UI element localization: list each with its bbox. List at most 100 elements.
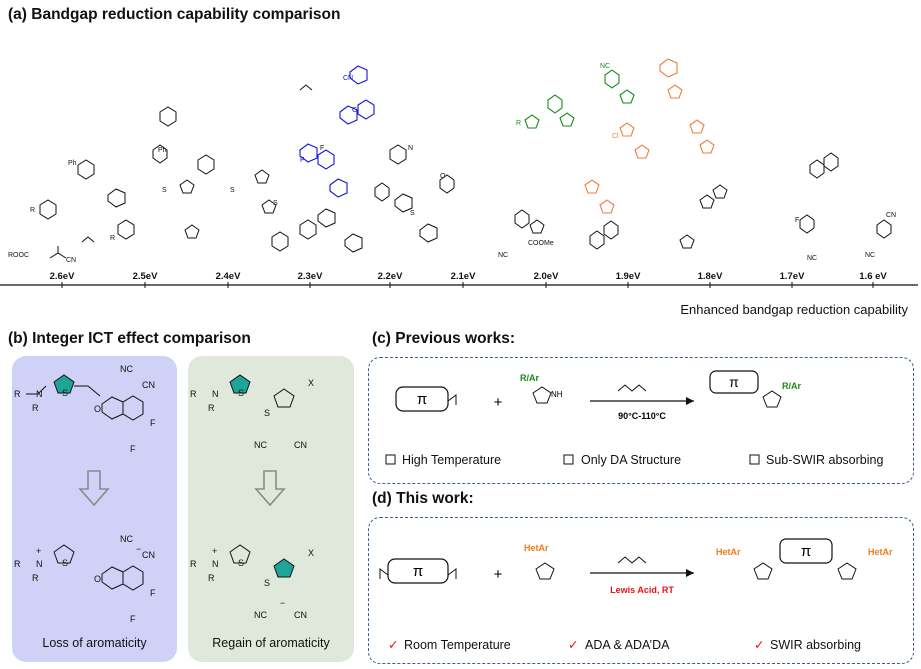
ic-2f [299, 143, 335, 170]
label-rooc: ROOC [8, 252, 29, 259]
pi-box-c-product [709, 370, 759, 394]
phenyl-thiophene [514, 209, 545, 234]
rhodanine-ring [184, 224, 200, 239]
label-cn-a: CN [66, 257, 76, 264]
thiazoline-c [532, 386, 552, 404]
label-s-c: S [273, 200, 278, 207]
naphthalene-ring [589, 220, 619, 250]
b-x-2: X [308, 548, 314, 558]
cyanobenzene-ring [876, 219, 892, 239]
bis-indanone-ring [299, 208, 336, 240]
plus-d: + [494, 566, 503, 583]
tick-1-8: 1.8eV [698, 271, 723, 282]
b-cn-1: CN [142, 380, 155, 390]
isoxazolone-ring [152, 144, 168, 164]
check-d-2: ✓ [568, 638, 578, 652]
structures-green [524, 69, 635, 129]
label-coome: COOMe [528, 240, 554, 247]
label-ph-b: Ph [158, 147, 167, 154]
thiazole-green-b [547, 94, 575, 127]
b-nc-3: NC [254, 440, 267, 450]
b-f-2: F [150, 418, 156, 428]
panel-c-box [368, 357, 914, 484]
thiophene-left-bottom [53, 544, 75, 564]
b-x-1: X [308, 378, 314, 388]
malononitrile-fragment [81, 236, 95, 243]
checkbox-c-2 [563, 454, 574, 465]
label-nc-b: NC [807, 255, 817, 262]
pyridone-ring-b [389, 144, 407, 165]
label-nc-a: NC [498, 252, 508, 259]
note-c-2: Only DA Structure [581, 453, 681, 467]
pyran-ring [159, 106, 177, 127]
b-n-3: N [212, 389, 219, 399]
pyrazolone-ring [77, 159, 95, 180]
b-o-2: O [94, 574, 101, 584]
note-c-1: High Temperature [402, 453, 501, 467]
condition-d: Lewis Acid, RT [610, 585, 674, 595]
tick-2-5: 2.5eV [133, 271, 158, 282]
pi-d-product: π [801, 543, 811, 560]
panel-b-title: (b) Integer ICT effect comparison [8, 330, 251, 347]
thiazole-ring [254, 169, 270, 184]
product-d-right: HetAr [868, 547, 893, 557]
b-nc-1: NC [120, 364, 133, 374]
label-r-a: R [30, 207, 35, 214]
label-ph-a: Ph [68, 160, 77, 167]
b-r-7: R [190, 559, 197, 569]
nh-c: NH [551, 390, 563, 399]
b-minus-2: − [280, 598, 285, 608]
arrow-left [78, 470, 110, 507]
b-r-8: R [208, 573, 215, 583]
thiazole-right-top [273, 388, 295, 408]
structures-black [39, 84, 892, 259]
pi-c-product: π [729, 374, 739, 390]
check-d-1: ✓ [388, 638, 398, 652]
arrow-right [254, 470, 286, 507]
benzothiophene-dioxide [394, 193, 413, 213]
thiophene-right-top [229, 374, 251, 394]
label-cl-orange: Cl [612, 133, 619, 140]
panel-d-title: (d) This work: [372, 490, 474, 507]
ester-fragment [49, 246, 67, 259]
tick-2-2: 2.2eV [378, 271, 403, 282]
ic-top [349, 65, 368, 85]
label-cn-blue: CN [343, 75, 353, 82]
thiazole-green-a [524, 114, 540, 129]
b-r-6: R [208, 403, 215, 413]
b-nc-4: NC [254, 610, 267, 620]
thiazole-right-bottom [273, 558, 295, 578]
label-f-a: F [795, 217, 799, 224]
plus-c: + [494, 394, 503, 411]
checkbox-c-1 [385, 454, 396, 465]
axis-ticks [61, 282, 874, 288]
b-cn-3: CN [294, 440, 307, 450]
note-d-1: Room Temperature [404, 638, 511, 652]
b-r-1: R [14, 389, 21, 399]
reagent-d: HetAr [524, 543, 549, 553]
label-cn-b: CN [886, 212, 896, 219]
label-cl-blue: Cl [352, 107, 359, 114]
check-d-3: ✓ [754, 638, 764, 652]
label-r-green: R [516, 120, 521, 127]
b-minus-1: − [136, 544, 141, 554]
ic-left-top [101, 395, 144, 421]
indanedione-ring [344, 233, 363, 253]
b-s-3: S [238, 388, 244, 398]
structures-blue [299, 65, 375, 198]
b-r-5: R [190, 389, 197, 399]
b-s-4: S [264, 408, 270, 418]
ic-left-bottom [101, 565, 144, 591]
panel-d-box [368, 517, 914, 664]
b-f-4: F [150, 588, 156, 598]
note-d-2: ADA & ADA’DA [585, 638, 670, 652]
axis-caption: Enhanced bandgap reduction capability [680, 302, 908, 317]
thiazole-d [535, 562, 555, 580]
b-s-6: S [264, 578, 270, 588]
panel-c-figure: π + R/Ar NH 90°C-110°C π R/Ar High Tempe… [385, 370, 883, 467]
panel-a-title: (a) Bandgap reduction capability compari… [8, 6, 341, 23]
b-f-1: F [130, 444, 136, 454]
b-s-1: S [62, 388, 68, 398]
label-s-b: S [230, 187, 235, 194]
b-n-2: N [36, 559, 43, 569]
